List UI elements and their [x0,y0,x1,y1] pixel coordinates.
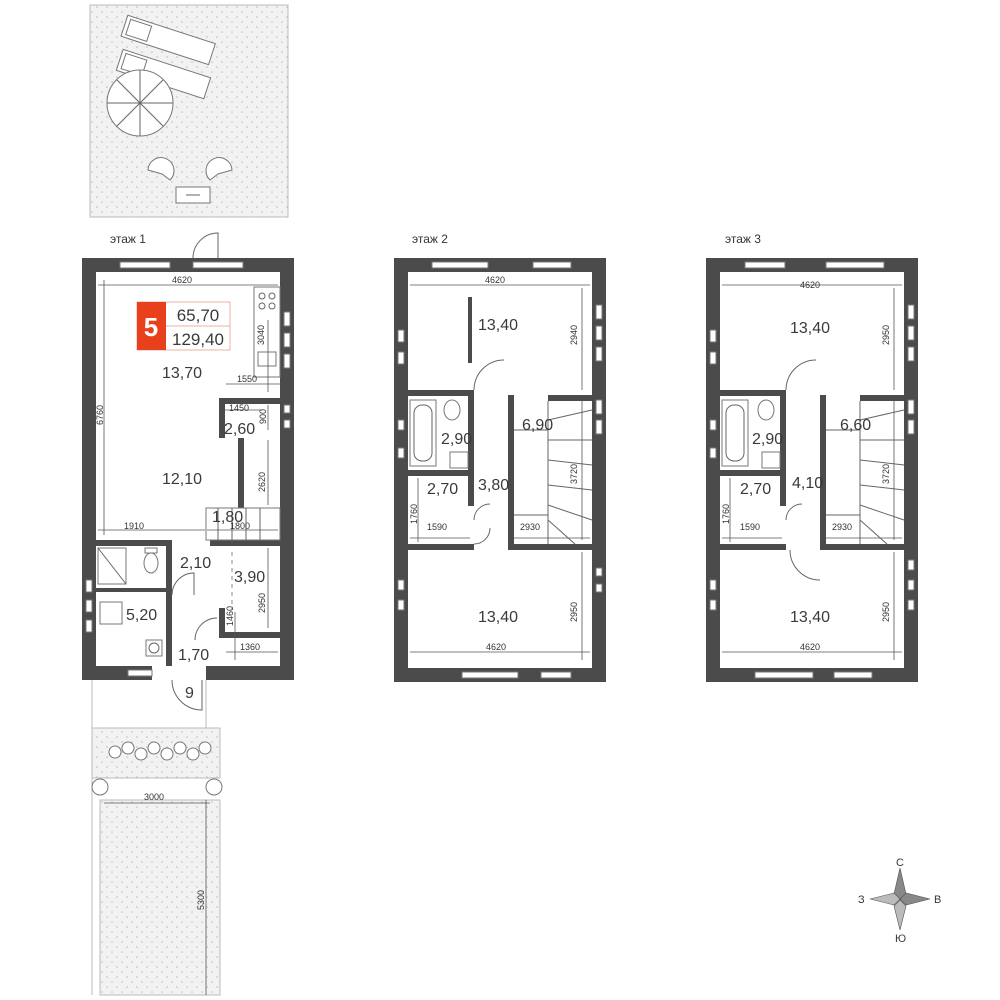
compass-north: С [896,857,904,869]
dimension-label: 1590 [740,522,760,532]
area-label: 2,70 [427,481,458,498]
floor-1-areas: 13,70 2,60 12,10 1,80 2,10 3,90 5,20 1,7… [126,365,265,702]
floor-3-areas: 13,40 2,90 6,60 2,70 4,10 13,40 [740,320,871,626]
sun-lounger-icon [120,14,216,66]
area-label: 1,70 [178,647,209,664]
floor-1-dimensions: 4620 6760 3040 1550 1450 900 2620 1910 1… [95,275,268,652]
armchair-icon [147,157,233,181]
dimension-label: 1550 [237,374,257,384]
dimension-label: 4620 [800,280,820,290]
dimension-label: 2940 [569,325,579,345]
area-label: 6,60 [840,417,871,434]
area-label: 1,80 [212,509,243,526]
area-label: 13,40 [790,320,830,337]
dimension-label: 3040 [256,325,266,345]
area-label: 5,20 [126,607,157,624]
floor-2-plan [394,258,606,682]
dimension-label: 4620 [486,642,506,652]
area-label: 6,90 [522,417,553,434]
area-label: 13,40 [478,317,518,334]
dimension-label: 2950 [569,602,579,622]
compass-east: В [934,894,941,906]
area-label: 2,70 [740,481,771,498]
dimension-label: 4620 [800,642,820,652]
dimension-label: 1460 [225,606,235,626]
area-label: 2,90 [441,431,472,448]
dimension-label: 4620 [172,275,192,285]
floor-2-dimensions: 4620 2940 3720 1760 1590 2930 2950 4620 [409,275,579,652]
dimension-label: 2950 [881,325,891,345]
floor-2-areas: 13,40 2,90 6,90 2,70 3,80 13,40 [427,317,553,626]
dimension-label: 2950 [257,593,267,613]
compass-icon: С Ю З В [858,857,941,945]
flower-bed-icon [108,741,212,761]
unit-badge: 5 65,70 129,40 [136,301,231,351]
table-icon [175,186,211,204]
area-label: 13,40 [790,609,830,626]
living-area: 65,70 [177,306,220,325]
dimension-label: 1800 [230,521,250,531]
dimension-label: 900 [258,409,268,424]
floor-3-dimensions: 4620 2950 3720 1760 1590 2930 2950 4620 [721,280,891,652]
front-yard: 3000 5300 [91,680,223,996]
dimension-label: 2930 [832,522,852,532]
compass-south: Ю [895,933,906,945]
dimension-label: 4620 [485,275,505,285]
dimension-label: 2930 [520,522,540,532]
spiral-stair-icon [826,401,905,545]
dimension-label: 1910 [124,521,144,531]
terrace-door-swing [192,232,219,259]
dimension-label: 3000 [144,792,164,802]
area-label: 2,90 [752,431,783,448]
dimension-label: 3720 [881,464,891,484]
terrace [89,4,289,218]
unit-number: 5 [144,312,158,342]
floor-3-label: этаж 3 [725,232,761,246]
area-label: 2,60 [224,421,255,438]
area-label: 2,10 [180,555,211,572]
dimension-label: 6760 [95,405,105,425]
area-label: 9 [185,685,194,702]
dimension-label: 1450 [229,403,249,413]
dimension-label: 5300 [196,890,206,910]
area-label: 3,80 [478,477,509,494]
dimension-label: 1760 [721,504,731,524]
area-label: 3,90 [234,569,265,586]
area-label: 12,10 [162,471,202,488]
total-area: 129,40 [172,330,224,349]
dimension-label: 2950 [881,602,891,622]
area-label: 13,40 [478,609,518,626]
floor-3-plan [706,258,918,682]
dimension-label: 3720 [569,464,579,484]
floor-1-label: этаж 1 [110,232,146,246]
umbrella-icon [106,69,174,137]
compass-west: З [858,894,865,906]
dimension-label: 1360 [240,642,260,652]
area-label: 13,70 [162,365,202,382]
floor-1-plan [82,258,294,711]
dimension-label: 1590 [427,522,447,532]
dimension-label: 2620 [257,472,267,492]
dimension-label: 1760 [409,504,419,524]
floor-2-label: этаж 2 [412,232,448,246]
area-label: 4,10 [792,475,823,492]
spiral-stair-icon [514,401,593,545]
